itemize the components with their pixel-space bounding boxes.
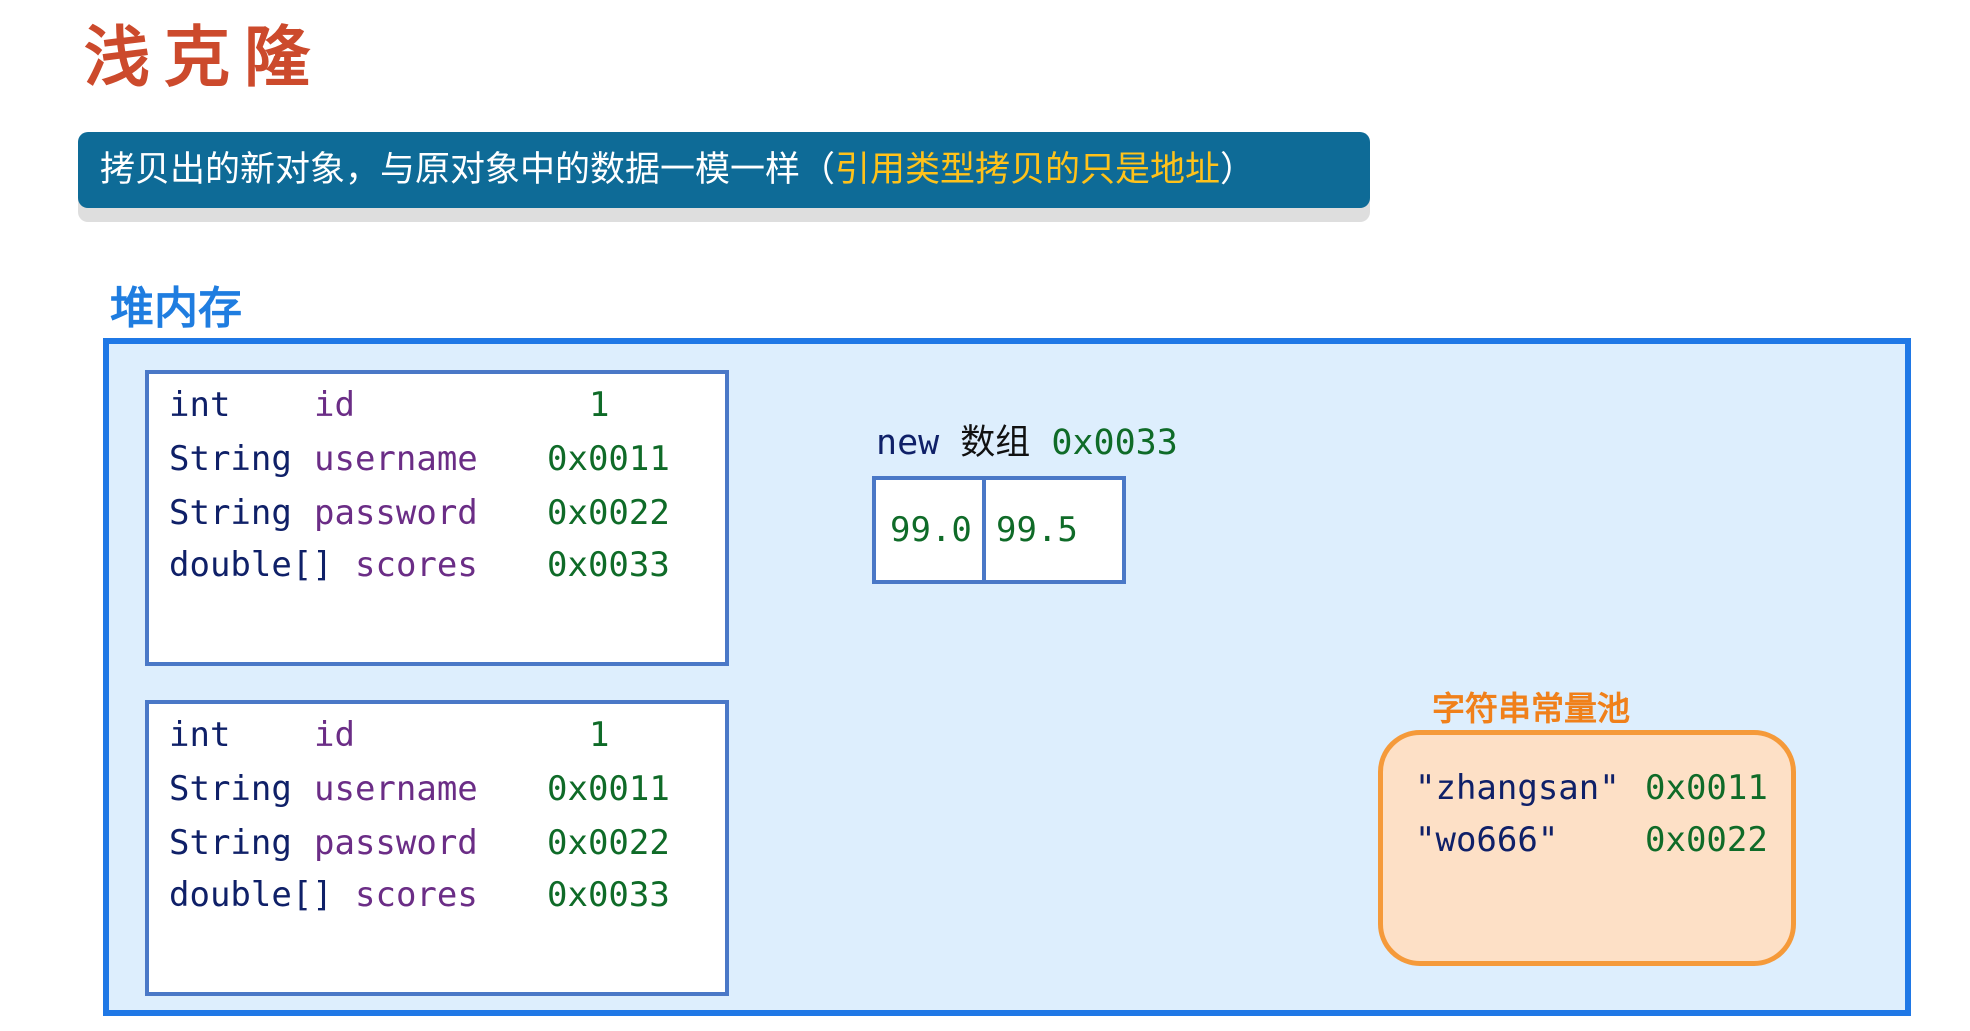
banner-text-end: ） <box>1220 150 1256 190</box>
field-type: double[] <box>169 875 333 915</box>
field-value: 0x0011 <box>547 439 670 479</box>
field-type: String <box>169 493 292 533</box>
heap-memory-area: int id 1 String username 0x0011 String p… <box>103 338 1911 1016</box>
object-original: int id 1 String username 0x0011 String p… <box>145 370 729 666</box>
field-value: 1 <box>589 385 610 425</box>
string-address: 0x0022 <box>1645 820 1768 860</box>
scores-array: 99.0 99.5 <box>872 476 1126 584</box>
field-type: String <box>169 439 292 479</box>
object-clone: int id 1 String username 0x0011 String p… <box>145 700 729 996</box>
array-keyword: new <box>876 423 940 463</box>
field-name: username <box>314 769 478 809</box>
definition-banner: 拷贝出的新对象，与原对象中的数据一模一样（引用类型拷贝的只是地址） <box>78 132 1370 208</box>
field-name: password <box>314 493 478 533</box>
field-type: String <box>169 769 292 809</box>
array-cell: 99.0 <box>890 510 972 550</box>
field-type: double[] <box>169 545 333 585</box>
string-value: "wo666" <box>1415 820 1559 860</box>
string-pool: "zhangsan" 0x0011 "wo666" 0x0022 <box>1378 730 1796 966</box>
field-type: String <box>169 823 292 863</box>
string-pool-label: 字符串常量池 <box>1432 689 1630 728</box>
field-type: int <box>169 385 231 425</box>
array-label: new 数组 0x0033 <box>876 414 1178 465</box>
field-value: 0x0011 <box>547 769 670 809</box>
field-name: id <box>314 385 355 425</box>
banner-highlight: 引用类型拷贝的只是地址 <box>835 150 1221 190</box>
field-value: 0x0033 <box>547 545 670 585</box>
field-value: 0x0033 <box>547 875 670 915</box>
field-name: username <box>314 439 478 479</box>
banner-text: 拷贝出的新对象，与原对象中的数据一模一样（ <box>100 150 836 190</box>
array-label-text: 数组 <box>960 423 1031 463</box>
array-cell: 99.5 <box>996 510 1078 550</box>
field-name: scores <box>355 545 478 585</box>
field-value: 0x0022 <box>547 823 670 863</box>
string-value: "zhangsan" <box>1415 768 1620 808</box>
heap-label: 堆内存 <box>110 283 242 334</box>
field-value: 0x0022 <box>547 493 670 533</box>
field-name: scores <box>355 875 478 915</box>
page-title: 浅克隆 <box>84 19 324 96</box>
field-name: password <box>314 823 478 863</box>
field-name: id <box>314 715 355 755</box>
field-type: int <box>169 715 231 755</box>
array-divider <box>982 480 986 580</box>
string-address: 0x0011 <box>1645 768 1768 808</box>
field-value: 1 <box>589 715 610 755</box>
array-address: 0x0033 <box>1051 423 1178 463</box>
